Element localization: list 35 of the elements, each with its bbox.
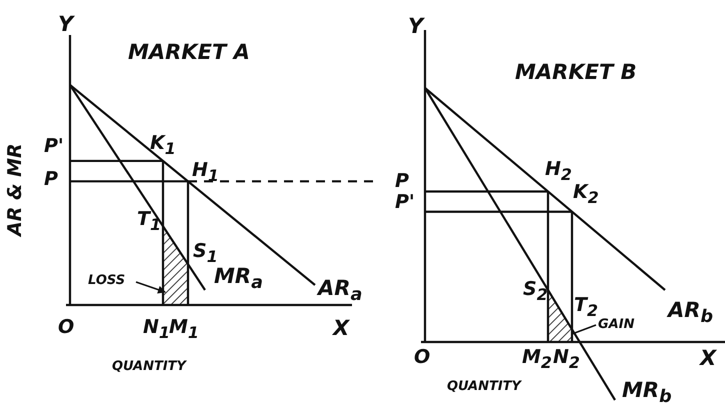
chart-title: MARKET A bbox=[128, 42, 250, 63]
point-label: S$_{1}$ bbox=[193, 242, 218, 265]
chart-title: MARKET B bbox=[515, 62, 637, 83]
axis-label: AR & MR bbox=[6, 143, 25, 236]
axis-title: QUANTITY bbox=[447, 380, 521, 393]
quantity-label: M$_{2}$ bbox=[522, 348, 552, 371]
price-label: P bbox=[395, 172, 409, 191]
curve-label: MR$_{a}$ bbox=[214, 266, 263, 293]
axis-label: Y bbox=[58, 14, 74, 35]
annotation-text: LOSS bbox=[88, 274, 126, 287]
point-label: S$_{2}$ bbox=[523, 280, 548, 303]
price-label: P' bbox=[395, 193, 415, 212]
axis-title: QUANTITY bbox=[112, 360, 186, 373]
price-label: P' bbox=[44, 137, 64, 156]
axis-label: Y bbox=[408, 16, 424, 37]
quantity-label: M$_{1}$ bbox=[169, 318, 199, 341]
axis-label: X bbox=[700, 348, 716, 369]
point-label: K$_{1}$ bbox=[150, 134, 176, 157]
curve-label: AR$_{b}$ bbox=[668, 300, 713, 327]
axis-label: X bbox=[333, 318, 350, 339]
leader-line bbox=[136, 281, 166, 294]
quantity-label: N$_{2}$ bbox=[553, 348, 580, 371]
annotation-text: GAIN bbox=[598, 318, 634, 331]
origin-label: O bbox=[58, 318, 74, 337]
price-label: P bbox=[44, 170, 58, 189]
point-label: H$_{1}$ bbox=[192, 161, 219, 184]
leader-line bbox=[572, 324, 596, 335]
curve-label: AR$_{a}$ bbox=[318, 278, 362, 305]
point-label: T$_{2}$ bbox=[574, 296, 598, 319]
origin-label: O bbox=[414, 348, 430, 367]
point-label: K$_{2}$ bbox=[573, 183, 599, 206]
quantity-label: N$_{1}$ bbox=[143, 318, 170, 341]
curve-label: MR$_{b}$ bbox=[622, 380, 672, 407]
point-label: T$_{1}$ bbox=[137, 210, 161, 233]
point-label: H$_{2}$ bbox=[545, 160, 572, 183]
